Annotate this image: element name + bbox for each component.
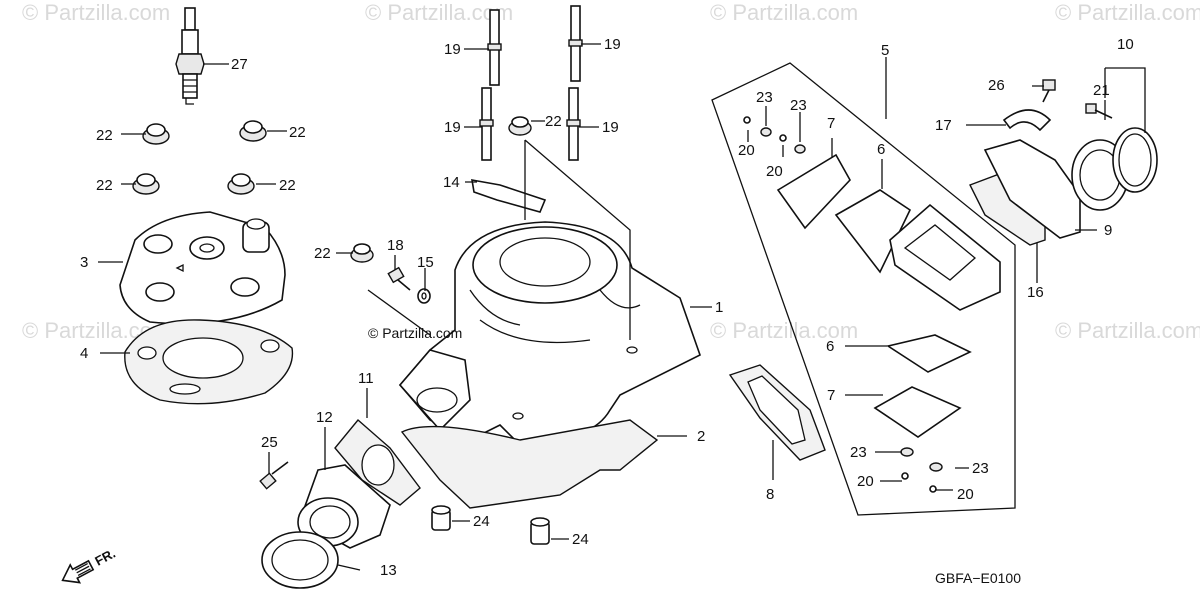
- intake-gasket-port: [361, 444, 395, 486]
- callout-4: 4: [80, 345, 88, 362]
- callout-7: 7: [827, 115, 835, 132]
- hose-band: [1112, 127, 1158, 193]
- clamp-bracket: [471, 179, 547, 213]
- callout-21: 21: [1093, 82, 1110, 99]
- callout-20: 20: [738, 142, 755, 159]
- washer: [417, 288, 431, 304]
- clip: [1002, 109, 1052, 132]
- callout-22: 22: [279, 177, 296, 194]
- front-label: FR.: [92, 546, 118, 569]
- callout-19: 19: [444, 119, 461, 136]
- cap-nut: [508, 116, 532, 136]
- front-direction-arrow: FR.: [61, 546, 118, 584]
- callout-19: 19: [602, 119, 619, 136]
- stud-bolt: [479, 87, 494, 161]
- callout-11: 11: [358, 370, 374, 387]
- screw: [743, 116, 751, 124]
- callout-23: 23: [972, 460, 989, 477]
- callout-23: 23: [756, 89, 773, 106]
- callout-22: 22: [96, 177, 113, 194]
- diagram-code: GBFA−E0100: [935, 570, 1021, 586]
- head-gasket: [124, 319, 294, 405]
- cap-nut: [142, 123, 170, 145]
- stud-bolt: [568, 5, 583, 82]
- callout-24: 24: [473, 513, 490, 530]
- spark-plug: [175, 7, 205, 105]
- flange-bolt: [387, 266, 411, 291]
- callout-23: 23: [850, 444, 867, 461]
- callout-2: 2: [697, 428, 705, 445]
- callout-9: 9: [1104, 222, 1112, 239]
- callout-18: 18: [387, 237, 404, 254]
- watermark: © Partzilla.com: [365, 0, 513, 25]
- callout-20: 20: [766, 163, 783, 180]
- leader-lines: [98, 43, 1146, 571]
- callout-13: 13: [380, 562, 397, 579]
- callout-22: 22: [314, 245, 331, 262]
- callout-16: 16: [1027, 284, 1044, 301]
- cap-nut: [227, 173, 255, 195]
- callout-10: 10: [1117, 36, 1134, 53]
- reed-stopper: [776, 153, 851, 230]
- stud-bolt: [487, 9, 502, 86]
- band-screw: [1085, 103, 1113, 119]
- screw: [1042, 79, 1056, 103]
- callout-8: 8: [766, 486, 774, 503]
- callout-5: 5: [881, 42, 889, 59]
- center-watermark: © Partzilla.com: [368, 325, 462, 341]
- washer: [900, 447, 914, 457]
- cylinder: [398, 221, 701, 442]
- washer: [794, 144, 806, 154]
- callout-19: 19: [604, 36, 621, 53]
- watermark: © Partzilla.com: [1055, 0, 1200, 25]
- stud-bolt: [566, 87, 581, 161]
- base-gasket: [400, 419, 659, 509]
- cap-nut: [239, 120, 267, 142]
- callout-6: 6: [826, 338, 834, 355]
- reed-stopper: [873, 386, 962, 438]
- intake-hose-band: [261, 531, 339, 589]
- screw: [901, 472, 909, 480]
- reed-valve-frame: [711, 62, 1016, 516]
- callout-7: 7: [827, 387, 835, 404]
- callout-22: 22: [545, 113, 562, 130]
- callout-22: 22: [96, 127, 113, 144]
- callout-26: 26: [988, 77, 1005, 94]
- callout-24: 24: [572, 531, 589, 548]
- cylinder-head: [119, 211, 286, 325]
- screw: [929, 485, 937, 493]
- callout-15: 15: [417, 254, 434, 271]
- cap-nut: [350, 243, 374, 263]
- callout-3: 3: [80, 254, 88, 271]
- callout-17: 17: [935, 117, 952, 134]
- watermark: © Partzilla.com: [710, 0, 858, 25]
- reed-valve-gasket: [728, 364, 826, 461]
- callout-12: 12: [316, 409, 333, 426]
- callout-23: 23: [790, 97, 807, 114]
- dowel-pin: [530, 517, 550, 545]
- dowel-pin: [431, 505, 451, 531]
- callout-22: 22: [289, 124, 306, 141]
- reed-valve-body: [889, 203, 1001, 311]
- callout-25: 25: [261, 434, 278, 451]
- callout-6: 6: [877, 141, 885, 158]
- screw: [779, 134, 787, 142]
- reed-petal: [834, 189, 912, 274]
- cap-nut: [132, 173, 160, 195]
- washer: [929, 462, 943, 472]
- callout-27: 27: [231, 56, 248, 73]
- callout-1: 1: [715, 299, 723, 316]
- callout-19: 19: [444, 41, 461, 58]
- watermark: © Partzilla.com: [22, 0, 170, 25]
- callout-14: 14: [443, 174, 460, 191]
- washer: [760, 127, 772, 137]
- flange-bolt: [259, 461, 289, 490]
- callout-20: 20: [857, 473, 874, 490]
- watermark: © Partzilla.com: [1055, 318, 1200, 343]
- reed-petal: [885, 334, 972, 373]
- callout-20: 20: [957, 486, 974, 503]
- watermark: © Partzilla.com: [710, 318, 858, 343]
